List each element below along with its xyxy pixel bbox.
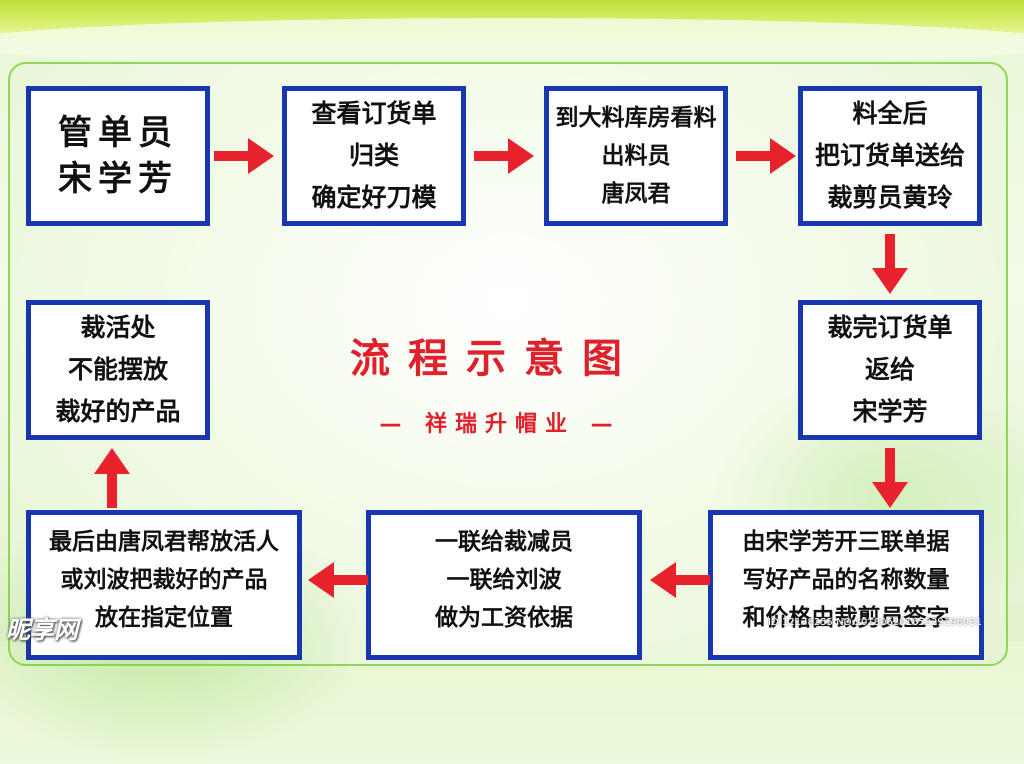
watermark-id: ID:12178255 NO:20180620165229196031 <box>768 617 982 628</box>
top-decorative-band <box>0 0 1024 68</box>
box-cutting-area-line-1: 裁活处 <box>80 313 156 342</box>
box-distribute-line-1: 一联给裁减员 <box>435 529 573 555</box>
box-distribute-line-2: 一联给刘波 <box>446 567 562 593</box>
box-return-order-line-2: 返给 <box>864 355 915 384</box>
box-distribute-line-3: 做为工资依据 <box>435 605 573 631</box>
box-cutting-area-line-3: 裁好的产品 <box>55 397 181 426</box>
watermark-brand: 昵享网 <box>6 616 78 644</box>
arrow-right-icon <box>736 138 796 174</box>
arrow-left-icon <box>650 562 710 598</box>
box-check-order-line-3: 确定好刀模 <box>311 183 437 212</box>
box-triplicate: 由宋学芳开三联单据 写好产品的名称数量 和价格由裁剪员签字 <box>708 510 984 660</box>
box-placement-line-2: 或刘波把裁好的产品 <box>60 567 268 593</box>
box-distribute: 一联给裁减员 一联给刘波 做为工资依据 <box>366 510 642 660</box>
box-check-order: 查看订货单 归类 确定好刀模 <box>282 86 466 226</box>
box-warehouse-line-1: 到大料库房看料 <box>555 105 717 131</box>
box-material-ready: 料全后 把订货单送给 裁剪员黄玲 <box>798 86 982 226</box>
box-manager-line-2: 宋学芳 <box>58 159 178 199</box>
box-triplicate-line-2: 写好产品的名称数量 <box>742 567 950 593</box>
box-manager-line-1: 管单员 <box>58 113 178 153</box>
box-check-order-line-2: 归类 <box>348 141 399 170</box>
box-return-order: 裁完订货单 返给 宋学芳 <box>798 300 982 440</box>
box-placement-line-1: 最后由唐凤君帮放活人 <box>49 529 279 555</box>
arrow-right-icon <box>474 138 534 174</box>
box-triplicate-line-3: 和价格由裁剪员签字 <box>742 605 950 631</box>
box-manager: 管单员 宋学芳 <box>26 86 210 226</box>
box-material-ready-line-1: 料全后 <box>852 99 928 128</box>
box-check-order-line-1: 查看订货单 <box>311 99 437 128</box>
diagram-subtitle: — 祥瑞升帽业 — <box>379 412 621 437</box>
arrow-up-icon <box>94 448 130 508</box>
box-cutting-area-line-2: 不能摆放 <box>67 355 168 384</box>
diagram-title: 流程示意图 <box>350 336 640 382</box>
box-material-ready-line-2: 把订货单送给 <box>814 141 965 170</box>
arrow-right-icon <box>214 138 274 174</box>
box-cutting-area: 裁活处 不能摆放 裁好的产品 <box>26 300 210 440</box>
box-warehouse: 到大料库房看料 出料员 唐凤君 <box>544 86 728 226</box>
box-return-order-line-3: 宋学芳 <box>852 397 928 426</box>
box-warehouse-line-2: 出料员 <box>601 143 671 169</box>
box-placement: 最后由唐凤君帮放活人 或刘波把裁好的产品 放在指定位置 <box>26 510 302 660</box>
box-return-order-line-1: 裁完订货单 <box>827 313 953 342</box>
arrow-left-icon <box>308 562 368 598</box>
arrow-down-icon <box>872 234 908 294</box>
arrow-down-icon <box>872 448 908 508</box>
box-warehouse-line-3: 唐凤君 <box>601 181 671 207</box>
box-placement-line-3: 放在指定位置 <box>95 605 233 631</box>
box-triplicate-line-1: 由宋学芳开三联单据 <box>742 529 950 555</box>
box-material-ready-line-3: 裁剪员黄玲 <box>827 183 953 212</box>
